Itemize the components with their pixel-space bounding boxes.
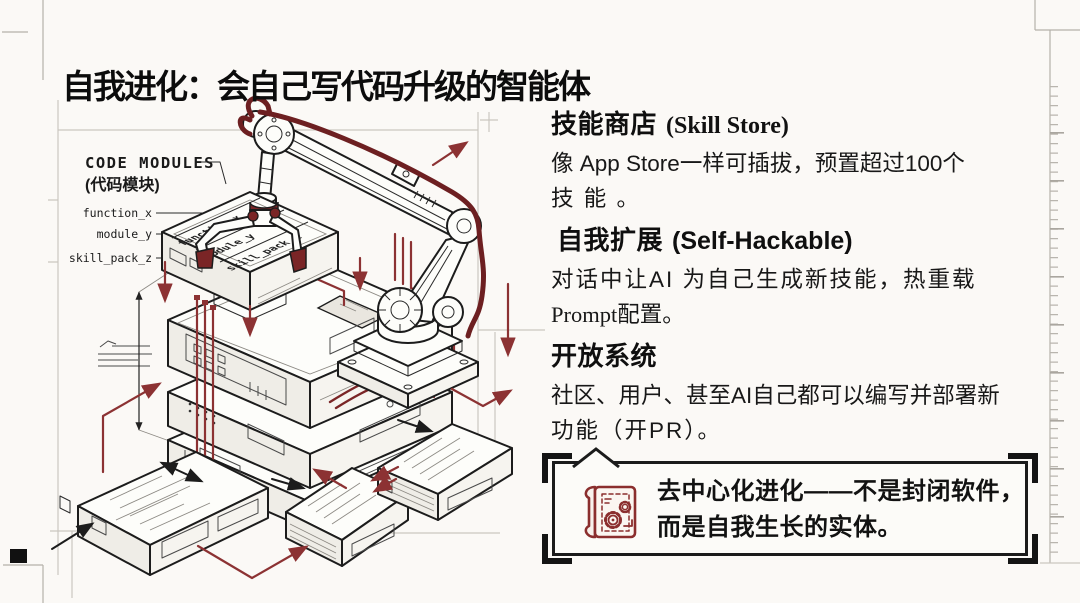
- skill-cartridge-right: [377, 423, 513, 521]
- section-heading-en: (Self-Hackable): [672, 227, 853, 255]
- section-heading: 自我扩展: [557, 225, 664, 255]
- slide-number-block: [10, 549, 27, 563]
- callout-box: 去中心化进化——不是封闭软件， 而是自我生长的实体。: [542, 447, 1038, 564]
- section-heading: 技能商店: [551, 109, 658, 139]
- corner-bracket: [1008, 534, 1038, 564]
- robot-arm-forearm: [377, 233, 473, 333]
- section-body-line: 像 App Store一样可插拔，预置超过100个: [551, 151, 965, 176]
- section-body-line: 社区、用户、甚至AI自己都可以编写并部署新: [551, 383, 1000, 408]
- section-skill-store: 技能商店 (Skill Store) 像 App Store一样可插拔，预置超过…: [551, 104, 1056, 216]
- module-label-function: function_x: [83, 206, 152, 220]
- code-modules-label: CODE MODULES: [85, 154, 215, 172]
- corner-bracket: [1008, 453, 1038, 483]
- callout-line: 而是自我生长的实体。: [657, 514, 902, 541]
- diagram-labels: CODE MODULES (代码模块) function_x module_y …: [69, 154, 241, 269]
- gripper: [195, 201, 307, 273]
- section-heading: 开放系统: [551, 341, 658, 371]
- section-body-line: Prompt配置。: [551, 302, 685, 327]
- section-body-line: 功能（开PR）。: [551, 418, 723, 443]
- callout-notch: [572, 447, 620, 469]
- corner-bracket: [542, 534, 572, 564]
- skill-cartridge-left: [59, 451, 269, 576]
- notes-scribble: [98, 340, 152, 367]
- flow-arrows: [51, 141, 516, 580]
- module-label-module: module_y: [97, 227, 152, 241]
- skill-cartridges: [59, 423, 513, 576]
- corner-bracket: [542, 453, 572, 483]
- section-body-line: 技 能 。: [551, 186, 642, 211]
- arm-cable: [237, 95, 486, 339]
- ruler: [1040, 30, 1080, 564]
- page-title: 自我进化：会自己写代码升级的智能体: [62, 68, 591, 106]
- section-body-line: 对话中让AI 为自己生成新技能，热重载: [551, 267, 977, 292]
- blueprint-gears-icon: [584, 485, 637, 539]
- code-modules-label-cn: (代码模块): [85, 175, 160, 194]
- callout-line: 去中心化进化——不是封闭软件，: [657, 478, 1025, 505]
- section-self-hackable: 自我扩展 (Self-Hackable) 对话中让AI 为自己生成新技能，热重载…: [551, 220, 1056, 332]
- module-label-skillpack: skill_pack_z: [69, 251, 152, 265]
- section-open-system: 开放系统 社区、用户、甚至AI自己都可以编写并部署新 功能（开PR）。: [551, 336, 1056, 448]
- section-heading-en: (Skill Store): [666, 113, 789, 139]
